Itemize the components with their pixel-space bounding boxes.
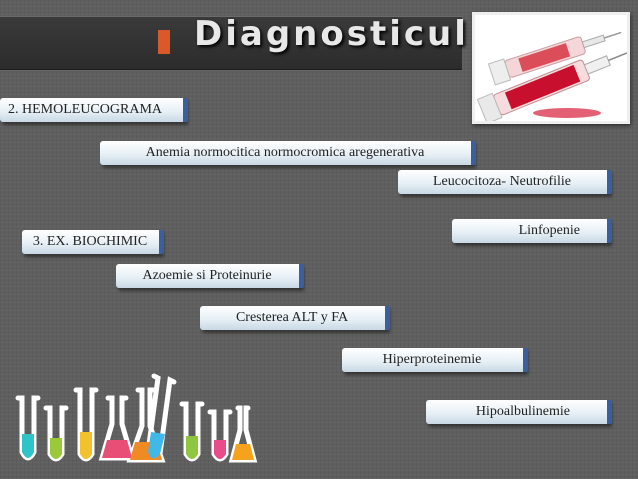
- title-bar: [0, 16, 462, 70]
- cresterea-box: Cresterea ALT y FA: [200, 306, 390, 330]
- anemia-box: Anemia normocitica normocromica aregener…: [100, 141, 476, 165]
- linfopenie-box: Linfopenie: [452, 219, 612, 243]
- syringes-icon: [472, 12, 630, 125]
- hiperproteinemie-box: Hiperproteinemie: [342, 348, 528, 372]
- hipoalbulinemie-box: Hipoalbulinemie: [426, 400, 612, 424]
- title-accent-mark: [158, 30, 170, 54]
- test-tubes-icon: [12, 368, 262, 472]
- azoemie-box: Azoemie si Proteinurie: [116, 264, 304, 288]
- hemoleucograma-box: 2. HEMOLEUCOGRAMA: [0, 98, 188, 122]
- biochimic-box: 3. EX. BIOCHIMIC: [22, 230, 164, 254]
- slide-title: Diagnosticul: [194, 14, 469, 54]
- leucocitoza-box: Leucocitoza- Neutrofilie: [398, 170, 612, 194]
